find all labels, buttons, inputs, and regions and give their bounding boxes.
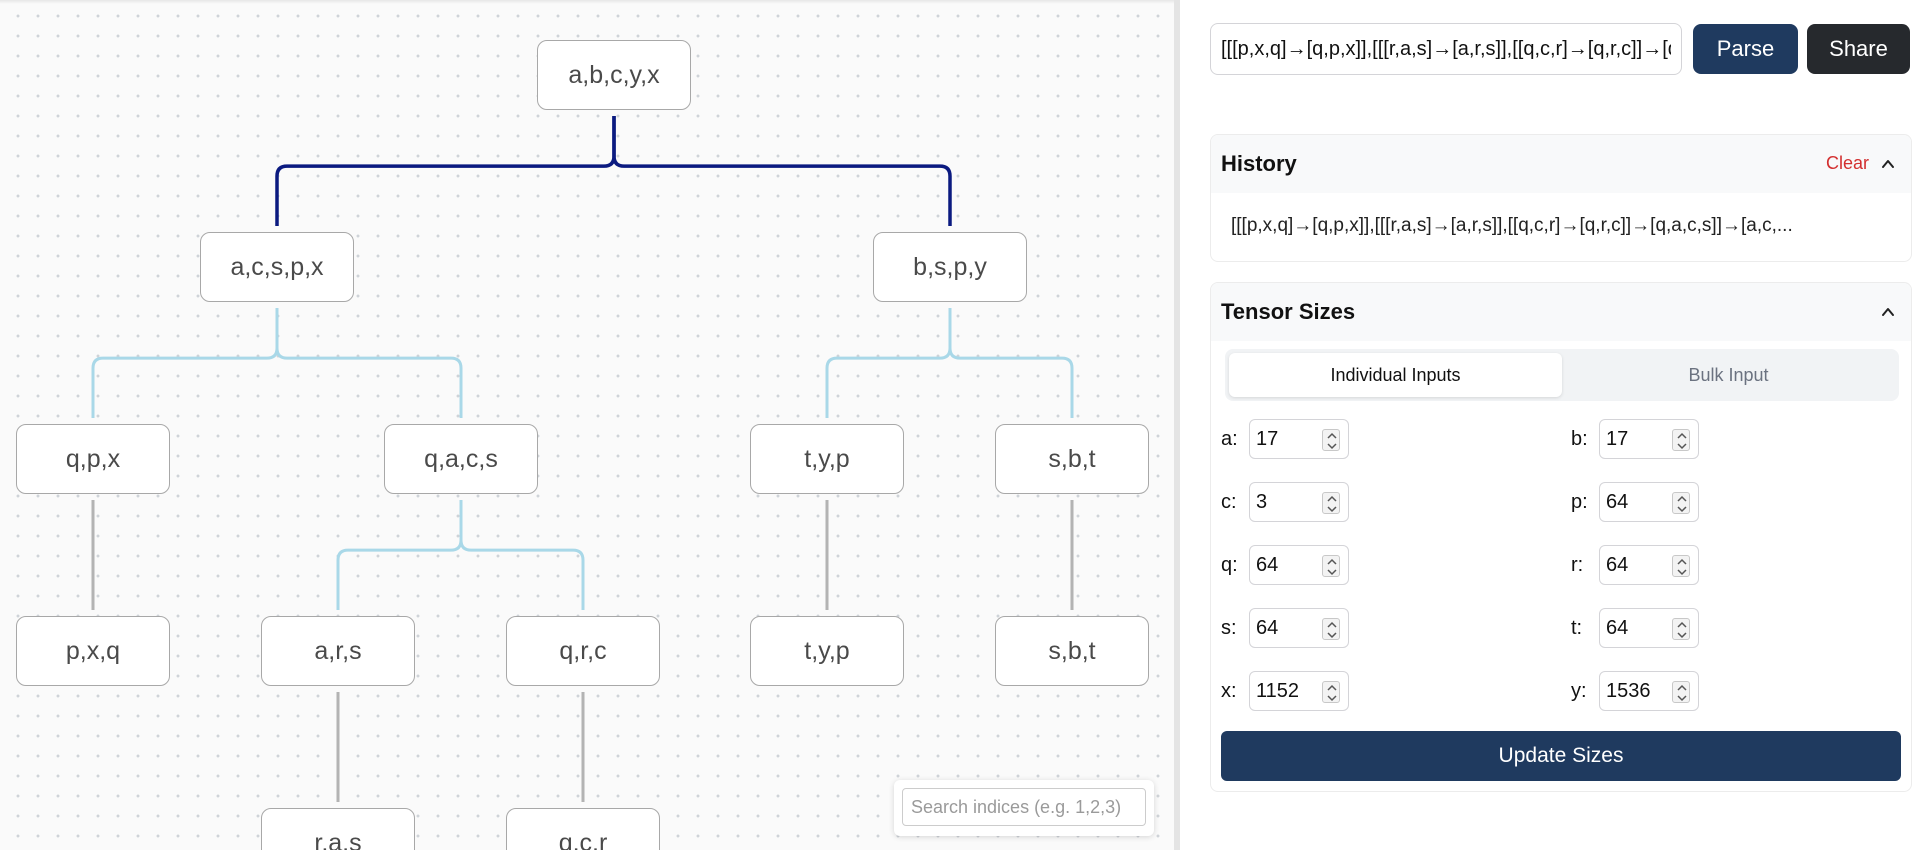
tensor-sizes-header[interactable]: Tensor Sizes: [1211, 283, 1911, 341]
size-value-y: 1536: [1606, 680, 1651, 702]
size-value-c: 3: [1256, 491, 1268, 513]
history-section: History Clear [[[p,x,q]→[q,p,x]],[[[r,a,…: [1210, 134, 1912, 262]
size-value-t: 64: [1606, 617, 1629, 639]
size-input-x[interactable]: 1152: [1249, 671, 1349, 711]
size-row-t: t: 64: [1571, 608, 1699, 648]
tab-individual-inputs[interactable]: Individual Inputs: [1229, 353, 1562, 397]
spinner-arrows-icon[interactable]: [1322, 429, 1340, 451]
spinner-arrows-icon[interactable]: [1322, 555, 1340, 577]
tree-node[interactable]: r,a,s: [261, 808, 415, 850]
spinner-arrows-icon[interactable]: [1672, 429, 1690, 451]
size-value-b: 17: [1606, 428, 1629, 450]
tree-edge-n4-n9: [459, 500, 585, 610]
side-panel: Parse Share History Clear [[[p,x,q]→[q,p…: [1180, 0, 1920, 850]
search-indices-input[interactable]: [902, 788, 1146, 826]
parse-button[interactable]: Parse: [1693, 24, 1798, 74]
size-label-t: t:: [1571, 616, 1583, 639]
search-panel: [894, 780, 1154, 836]
tensor-sizes-section: Tensor Sizes Individual Inputs Bulk Inpu…: [1210, 282, 1912, 792]
spinner-arrows-icon[interactable]: [1322, 618, 1340, 640]
history-header[interactable]: History Clear: [1211, 135, 1911, 193]
size-input-b[interactable]: 17: [1599, 419, 1699, 459]
tree-edge-n4-n8: [336, 500, 463, 610]
size-row-s: s: 64: [1221, 608, 1349, 648]
size-input-q[interactable]: 64: [1249, 545, 1349, 585]
size-value-r: 64: [1606, 554, 1629, 576]
size-value-s: 64: [1256, 617, 1279, 639]
tree-edge-n1-n3: [91, 308, 279, 418]
expression-input[interactable]: [1210, 23, 1682, 75]
size-input-r[interactable]: 64: [1599, 545, 1699, 585]
spinner-arrows-icon[interactable]: [1672, 492, 1690, 514]
history-title: History: [1221, 151, 1297, 176]
share-button[interactable]: Share: [1807, 24, 1910, 74]
panel-resize-handle[interactable]: [1174, 0, 1180, 850]
chevron-up-icon[interactable]: [1881, 157, 1895, 171]
spinner-arrows-icon[interactable]: [1322, 681, 1340, 703]
tab-bulk-input[interactable]: Bulk Input: [1688, 364, 1769, 385]
clear-history-button[interactable]: Clear: [1825, 153, 1869, 173]
size-input-y[interactable]: 1536: [1599, 671, 1699, 711]
history-item[interactable]: [[[p,x,q]→[q,p,x]],[[[r,a,s]→[a,r,s]],[[…: [1231, 215, 1793, 236]
size-label-x: x:: [1221, 679, 1237, 702]
size-row-c: c: 3: [1221, 482, 1349, 522]
size-label-s: s:: [1221, 616, 1237, 639]
tree-node[interactable]: q,r,c: [506, 616, 660, 686]
tree-edge-root-n1: [275, 116, 616, 226]
spinner-arrows-icon[interactable]: [1672, 555, 1690, 577]
size-row-a: a: 17: [1221, 419, 1349, 459]
tree-node[interactable]: s,b,t: [995, 424, 1149, 494]
size-input-p[interactable]: 64: [1599, 482, 1699, 522]
tree-edge-n2-n5: [825, 308, 952, 418]
tree-node[interactable]: t,y,p: [750, 424, 904, 494]
size-value-p: 64: [1606, 491, 1629, 513]
tree-node[interactable]: p,x,q: [16, 616, 170, 686]
tree-node[interactable]: q,a,c,s: [384, 424, 538, 494]
chevron-up-icon[interactable]: [1881, 305, 1895, 319]
tree-node[interactable]: b,s,p,y: [873, 232, 1027, 302]
tree-node[interactable]: q,p,x: [16, 424, 170, 494]
size-label-b: b:: [1571, 427, 1588, 450]
tree-node[interactable]: a,c,s,p,x: [200, 232, 354, 302]
update-sizes-button[interactable]: Update Sizes: [1221, 731, 1901, 781]
size-label-c: c:: [1221, 490, 1237, 513]
spinner-arrows-icon[interactable]: [1322, 492, 1340, 514]
canvas-top-shadow: [0, 0, 1174, 4]
size-row-b: b: 17: [1571, 419, 1699, 459]
tree-node[interactable]: a,r,s: [261, 616, 415, 686]
size-row-r: r: 64: [1571, 545, 1699, 585]
size-value-a: 17: [1256, 428, 1279, 450]
spinner-arrows-icon[interactable]: [1672, 618, 1690, 640]
size-input-s[interactable]: 64: [1249, 608, 1349, 648]
size-value-q: 64: [1256, 554, 1279, 576]
tree-edge-n1-n4: [275, 308, 463, 418]
size-label-r: r:: [1571, 553, 1584, 576]
size-label-y: y:: [1571, 679, 1587, 702]
size-row-p: p: 64: [1571, 482, 1699, 522]
size-label-a: a:: [1221, 427, 1238, 450]
size-value-x: 1152: [1256, 680, 1300, 702]
tree-edges: [91, 116, 1074, 802]
size-input-t[interactable]: 64: [1599, 608, 1699, 648]
tree-node[interactable]: t,y,p: [750, 616, 904, 686]
size-row-q: q: 64: [1221, 545, 1349, 585]
tensor-sizes-title: Tensor Sizes: [1221, 299, 1356, 324]
tree-edge-root-n2: [612, 116, 952, 226]
size-row-x: x: 1152: [1221, 671, 1349, 711]
tree-canvas[interactable]: a,b,c,y,x a,c,s,p,x b,s,p,y q,p,x q,a,c,s t,y…: [0, 0, 1174, 850]
size-row-y: y: 1536: [1571, 671, 1699, 711]
size-label-q: q:: [1221, 553, 1238, 576]
spinner-arrows-icon[interactable]: [1672, 681, 1690, 703]
tree-node[interactable]: s,b,t: [995, 616, 1149, 686]
size-input-c[interactable]: 3: [1249, 482, 1349, 522]
size-input-a[interactable]: 17: [1249, 419, 1349, 459]
tree-node[interactable]: q,c,r: [506, 808, 660, 850]
size-label-p: p:: [1571, 490, 1588, 513]
tree-edge-n2-n6: [948, 308, 1074, 418]
tree-node[interactable]: a,b,c,y,x: [537, 40, 691, 110]
input-mode-tabs: Individual Inputs Bulk Input: [1225, 349, 1899, 401]
